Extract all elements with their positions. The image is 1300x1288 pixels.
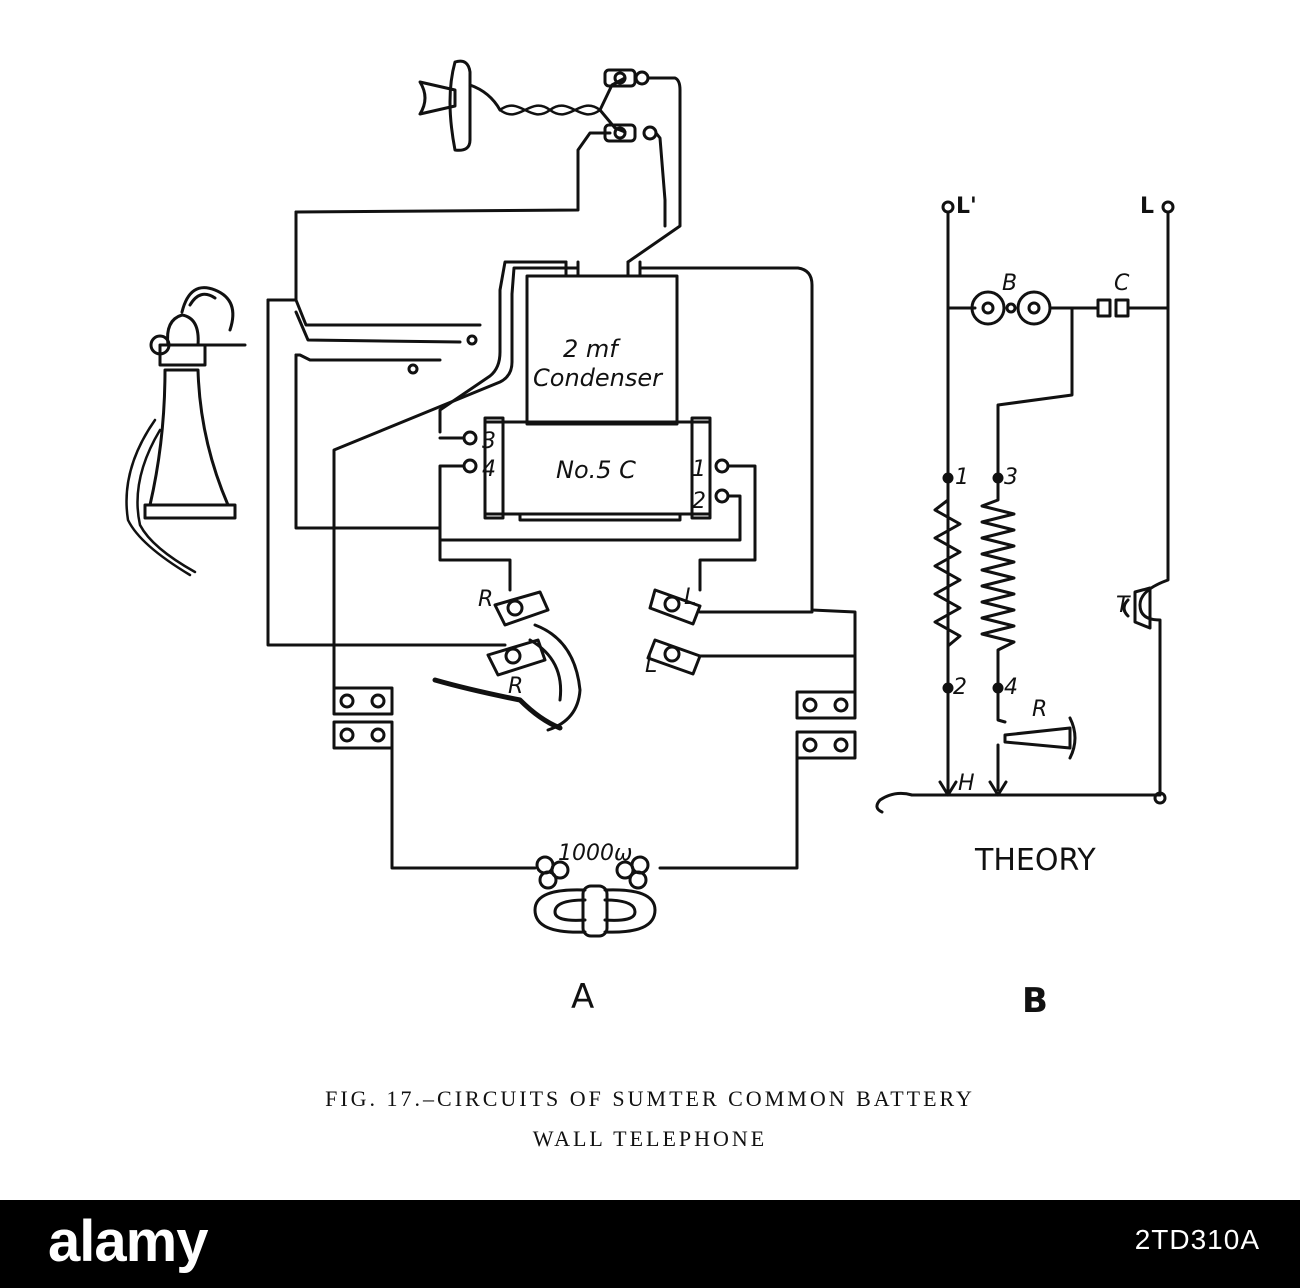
label-coil-terminal-1: 1 — [692, 457, 706, 482]
label-condenser-value: 2 mf — [563, 335, 621, 363]
label-theory-l-prime: L' — [956, 194, 977, 219]
label-switch-r-top: R — [478, 587, 493, 612]
label-theory-l: L — [1140, 194, 1154, 219]
receiver-icon — [294, 59, 682, 302]
stock-image-id: 2TD310A — [1134, 1224, 1260, 1255]
figure-caption-line-1: FIG. 17.–CIRCUITS OF SUMTER COMMON BATTE… — [325, 1086, 975, 1111]
label-panel-a: A — [571, 977, 594, 1017]
circuit-diagram-figure: 2 mf Condenser No.5 C 3 4 1 2 R R L L 10… — [125, 59, 1175, 1021]
condenser-box — [525, 274, 679, 426]
circuit-diagram: 2 mf Condenser No.5 C 3 4 1 2 R R L L 10… — [125, 59, 1175, 1021]
desk-telephone-icon — [125, 286, 247, 577]
switch-l-contacts — [646, 588, 702, 676]
figure-caption-line-2: WALL TELEPHONE — [532, 1126, 768, 1151]
left-terminal-block — [332, 686, 394, 750]
label-switch-l-top: L — [684, 585, 696, 610]
watermark-bar — [0, 1200, 1300, 1288]
label-coil-terminal-4: 4 — [482, 457, 496, 482]
label-theory-2: 2 — [953, 675, 967, 700]
alamy-logo: alamy — [48, 1209, 208, 1274]
label-theory-c: C — [1114, 271, 1130, 296]
label-theory-3: 3 — [1004, 465, 1018, 490]
label-theory-r: R — [1032, 697, 1047, 722]
right-terminal-block — [795, 690, 857, 760]
label-theory-title: THEORY — [974, 843, 1096, 878]
label-panel-b: B — [1022, 981, 1048, 1021]
label-theory-t: T — [1116, 593, 1131, 618]
label-coil-terminal-3: 3 — [482, 429, 496, 454]
label-condenser-name: Condenser — [533, 364, 664, 392]
label-theory-1: 1 — [955, 465, 969, 490]
label-switch-l-bottom: L — [645, 653, 657, 678]
label-theory-4: 4 — [1004, 675, 1018, 700]
label-switch-r-bottom: R — [508, 674, 523, 699]
label-theory-h: H — [958, 771, 975, 796]
label-coil-terminal-2: 2 — [692, 489, 706, 514]
switch-r-contacts — [432, 590, 582, 732]
ringer-bell-icon — [533, 855, 657, 938]
label-theory-b: B — [1002, 271, 1017, 296]
label-ringer: 1000ω — [558, 841, 632, 866]
label-coil: No.5 C — [556, 456, 636, 484]
theory-schematic — [875, 200, 1175, 814]
